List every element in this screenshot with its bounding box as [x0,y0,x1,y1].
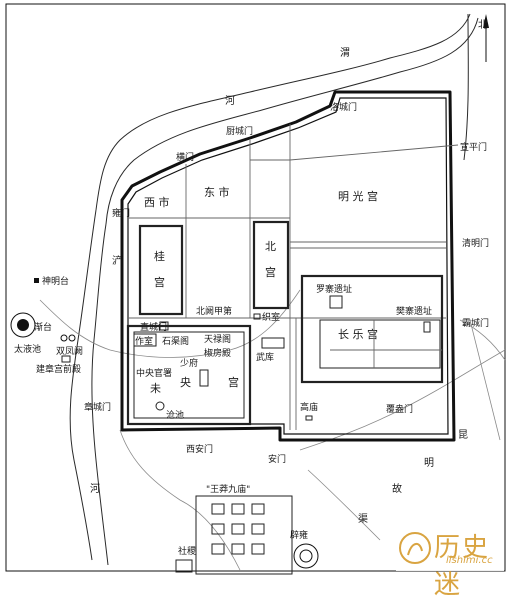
jianzhang-marker [61,355,71,363]
canglu-pond [155,401,165,411]
wei-river-north [95,13,471,211]
sheji-label: 社稷 [178,545,196,557]
gate-xuanping: 宣平门 [460,141,487,153]
shuangfeng-marker-b [68,334,76,342]
changle-label: 长 乐 宫 [338,327,378,341]
wuku-block [261,337,285,349]
canglu-label: 沧池 [166,409,184,421]
piyong-inner [299,549,313,563]
yang-label: 央 [180,376,191,389]
gate-xian: 西安门 [186,443,213,455]
wei-label: 未 [150,382,161,395]
jiaofang-label: 椒房殿 [204,347,231,359]
west-river-a [69,209,97,561]
streets [128,124,459,430]
north-arrow-icon [483,14,489,62]
sheji-marker [175,559,193,573]
river-label-cha: 浐 [112,254,122,267]
river-label-wei2: 河 [225,95,235,107]
bei-gong-label: 宫 [265,265,276,279]
taiye-pond [10,312,36,338]
gate-chucheng: 厨城门 [226,125,253,137]
gate-zhangcheng: 章城门 [84,401,111,413]
piyong-label: 辟雍 [290,529,308,541]
city-wall [120,90,456,442]
southwest-road [119,429,241,571]
river-label-gu: 故 [392,482,402,495]
front-hall [199,369,209,387]
shenming-label: 神明台 [42,275,69,287]
zhishi-label: 织室 [262,311,280,323]
wangmang-temples [211,503,265,555]
gate-an: 安门 [268,453,286,465]
changle-palace [300,274,444,384]
gaomiao-label: 高庙 [300,401,318,413]
southeast-road [299,349,506,451]
shiqu-label: 石渠阁 [162,335,189,347]
gong-label: 宫 [228,375,239,389]
jiantai-label: 渐台 [34,321,52,333]
watermark: 历史迷 lishimi.cc [396,525,504,600]
jianzhang-label: 建章宫前殿 [36,363,81,375]
district-xishi: 西 市 [144,195,170,209]
gate-yong: 雍门 [112,207,130,219]
tianlu-label: 天禄阁 [204,333,231,345]
luozhai-label: 罗寨遗址 [316,283,352,295]
jiantai-marker [17,319,29,331]
piyong-marker [293,543,319,569]
river-label-ming: 明 [424,457,434,469]
gate-luocheng: 洛城门 [330,101,357,113]
gate-zhicheng: 直城门 [140,321,167,333]
river-label-qu: 渠 [358,513,368,525]
gaomiao-marker [305,415,313,421]
district-dongshi: 东 市 [204,185,230,199]
west-river-b [91,223,109,566]
shenming-marker [34,278,39,283]
changle-inner [319,319,441,369]
weiyang-inner [133,331,245,419]
wei-river-south [105,17,479,225]
river-label-kun: 昆 [458,429,468,441]
district-mingguang: 明 光 宫 [338,189,378,203]
gui-gong-label: 宫 [154,275,165,289]
zuoshi-label: 作室 [135,335,153,347]
luozhai-marker [329,295,343,309]
gui-palace [138,224,184,316]
zhicheng-marker [159,321,169,331]
fanzhai-marker [423,321,431,333]
wuku-label: 武库 [256,351,274,363]
gate-bacheng: 霸城门 [462,317,489,329]
watermark-url: lishimi.cc [446,555,493,566]
watermark-logo-icon [399,532,431,564]
zhishi-marker [253,313,261,320]
shuangfeng-marker-a [60,334,68,342]
east-road [459,319,506,361]
zuoshi-block [133,333,157,347]
river-label-wei: 渭 [340,47,350,59]
han-changan-map: 北 渭 河 浐 河 昆 明 故 渠 西 市 东 市 明 光 宫 [5,3,506,575]
taiye-label: 太液池 [14,343,41,355]
shaofu-label: 少府 [180,357,198,369]
weiyang-palace [126,324,252,426]
beique-label: 北阙甲第 [196,305,232,317]
bei-label: 北 [265,240,276,253]
gate-heng: 横门 [176,151,194,163]
wangmang-label: "王莽九庙" [206,483,250,495]
north-label: 北 [478,19,488,31]
map-frame [5,3,506,572]
gate-fuang: 覆盎门 [386,403,413,415]
wangmang-outer [195,495,293,575]
east-river [463,13,469,161]
shuangfeng-label: 双凤阙 [56,346,83,357]
gate-qingming: 清明门 [462,237,489,249]
river-label-he: 河 [90,483,100,495]
south-canal [307,319,501,541]
kunming-canal [39,289,301,358]
bei-palace [252,220,290,310]
gui-label: 桂 [154,249,165,263]
fanzhai-label: 樊寨遗址 [396,305,432,317]
zhongyang-label: 中央官署 [136,367,172,379]
city-wall-inner [127,97,449,435]
